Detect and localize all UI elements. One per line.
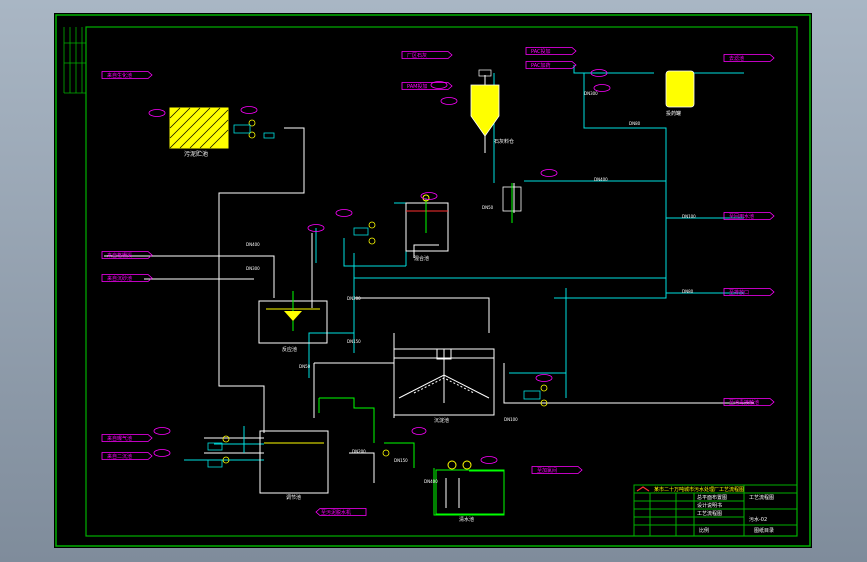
pipe-size-label: DN200 (352, 449, 366, 454)
pipe-size-label: DN300 (246, 266, 260, 271)
white-pipes (104, 127, 754, 483)
pipe-size-labels: DN400DN300DN200DN150DN100DN80DN50DN400DN… (246, 91, 696, 484)
reaction-tank[interactable]: 反应池 (258, 291, 328, 353)
tag-left-1: 来自格栅渠 (101, 251, 153, 259)
tag-right-3: 至消毒接触池 (723, 398, 775, 406)
tag-label-pac-1: PAC投加 (531, 48, 551, 55)
green-pipes (318, 397, 505, 516)
clear-water-tank[interactable]: 清水池 (435, 460, 505, 523)
tag-left-2: 来自沉砂池 (101, 274, 153, 282)
tag-top-right: 去滤池 (723, 54, 775, 62)
tag-lime-feed: 厂区石灰 (401, 51, 453, 59)
tag-label-left-4: 来自二沉池 (107, 453, 132, 460)
collection-tank[interactable]: 调节池 (259, 430, 329, 501)
title-block-header: 某市二十万吨城市污水处理厂工艺流程图 (654, 486, 744, 493)
title-block-scale: 比例 (699, 527, 709, 534)
inner-frame (85, 26, 798, 537)
pipe-size-label: DN50 (482, 205, 494, 210)
dosing-tank[interactable]: 投药罐 (665, 70, 695, 117)
pipe-size-label: DN50 (299, 364, 311, 369)
pipe-size-label: DN400 (424, 479, 438, 484)
title-block-drawing-no: 污水-02 (749, 516, 767, 523)
tag-label-right-3: 至消毒接触池 (729, 399, 759, 406)
tag-left-3: 来自曝气池 (101, 434, 153, 442)
pipe-size-label: DN80 (682, 289, 694, 294)
pipe-size-label: DN300 (584, 91, 598, 96)
tag-label-lime-feed: 厂区石灰 (407, 52, 427, 59)
silo-label: 石灰料仓 (494, 138, 514, 145)
collection-tank-label: 调节池 (286, 494, 301, 501)
title-block-row-1: 总平面布置图 (697, 494, 727, 501)
dosing-tank-label: 投药罐 (666, 110, 681, 117)
reaction-tank-label: 反应池 (282, 346, 297, 353)
tag-label-pac-2: PAC加药 (531, 62, 551, 69)
tag-bottom-left: 至污泥脱水机 (315, 508, 367, 516)
pipe-size-label: DN200 (347, 296, 361, 301)
pipe-size-label: DN150 (394, 458, 408, 463)
pipe-size-label: DN400 (594, 177, 608, 182)
binding-strip (63, 27, 86, 94)
tag-label-bottom-left: 至污泥脱水机 (321, 509, 351, 516)
process-flow-drawing: 污泥贮池 石灰料仓 投药罐 (55, 14, 811, 547)
title-block-row-2: 设计说明书 (697, 502, 722, 509)
tag-label-top-right: 去滤池 (729, 55, 744, 62)
tag-left-4: 来自二沉池 (101, 452, 153, 460)
tag-label-right-1: 至回用水池 (729, 213, 754, 220)
pipe-size-label: DN100 (682, 214, 696, 219)
clarifier[interactable]: 沉淀池 (393, 348, 495, 424)
lime-silo[interactable]: 石灰料仓 (470, 69, 514, 153)
pump-symbols (222, 119, 548, 464)
feeder-box[interactable] (502, 183, 522, 223)
sludge-storage-tank[interactable]: 污泥贮池 (169, 107, 229, 158)
tag-right-1: 至回用水池 (723, 212, 775, 220)
drawing-sheet[interactable]: 污泥贮池 石灰料仓 投药罐 (54, 13, 812, 548)
pipe-tags: 来自生化池 厂区石灰 PAM投加 PAC投加 PAC加药来自格栅渠来自沉砂池来自曝气池来… (101, 47, 775, 516)
pipe-size-label: DN150 (347, 339, 361, 344)
tag-label-right-2: 至排放口 (729, 289, 749, 296)
title-block-row-3: 工艺流程图 (697, 510, 722, 517)
title-block-drawing-name: 工艺流程图 (749, 494, 774, 501)
tag-pac-1: PAC投加 (525, 47, 577, 55)
instrument-bubbles (148, 69, 611, 464)
tag-label-top-left: 来自生化池 (107, 72, 132, 79)
clarifier-label: 沉淀池 (434, 417, 449, 424)
outer-frame (55, 14, 811, 547)
pipe-size-label: DN80 (629, 121, 641, 126)
tag-label-bottom-right: 至加氯间 (537, 467, 557, 474)
mixing-tank-label: 混合池 (414, 255, 429, 262)
mixing-tank[interactable]: 混合池 (405, 194, 449, 262)
tag-label-left-3: 来自曝气池 (107, 435, 132, 442)
tag-polymer-feed: PAM投加 (401, 82, 453, 90)
tag-label-polymer-feed: PAM投加 (407, 83, 427, 90)
tag-bottom-right: 至加氯间 (531, 466, 583, 474)
tag-label-left-2: 来自沉砂池 (107, 275, 132, 282)
cyan-pipes (184, 65, 744, 461)
title-block: 某市二十万吨城市污水处理厂工艺流程图 总平面布置图 设计说明书 工艺流程图 工艺… (633, 484, 798, 537)
sludge-storage-label: 污泥贮池 (184, 150, 208, 158)
pipe-size-label: DN400 (246, 242, 260, 247)
tag-top-left: 来自生化池 (101, 71, 153, 79)
tag-pac-2: PAC加药 (525, 61, 577, 69)
valve-symbols (207, 124, 541, 468)
tag-right-2: 至排放口 (723, 288, 775, 296)
pipe-size-label: DN100 (504, 417, 518, 422)
title-block-footer: 图纸目录 (754, 527, 774, 534)
clear-water-tank-label: 清水池 (459, 516, 474, 523)
tag-label-left-1: 来自格栅渠 (107, 252, 132, 259)
